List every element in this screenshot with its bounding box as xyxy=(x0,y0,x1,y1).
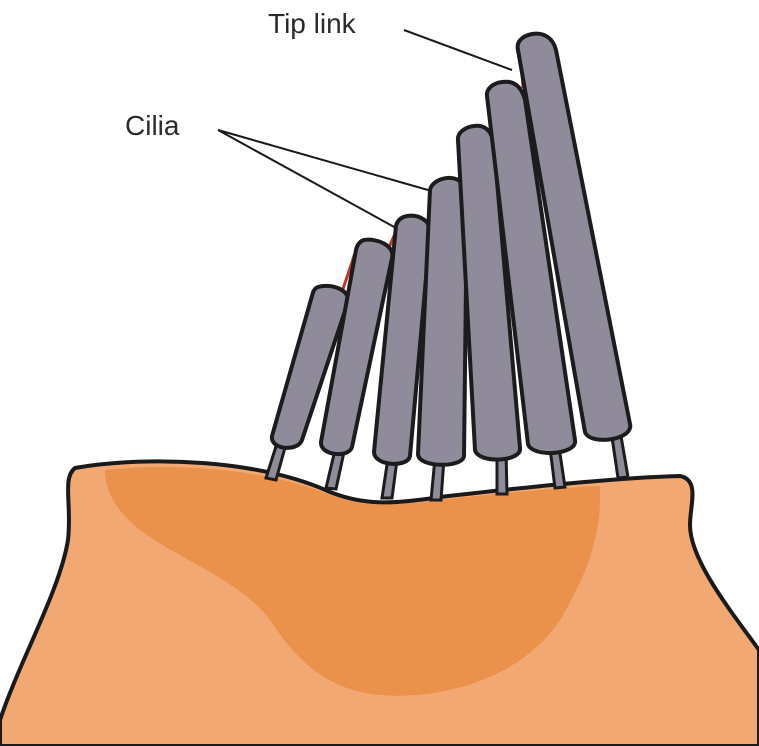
cilium-stalk-7 xyxy=(612,436,628,478)
cilia-leader-line-1 xyxy=(218,130,428,190)
cilia-leader-line-2 xyxy=(218,130,396,228)
hair-cell-body xyxy=(0,461,759,746)
cilia-bodies xyxy=(272,34,630,465)
tip-link-leader-line xyxy=(404,30,512,70)
cilia-label: Cilia xyxy=(125,110,180,141)
tip-link-label: Tip link xyxy=(268,8,357,39)
